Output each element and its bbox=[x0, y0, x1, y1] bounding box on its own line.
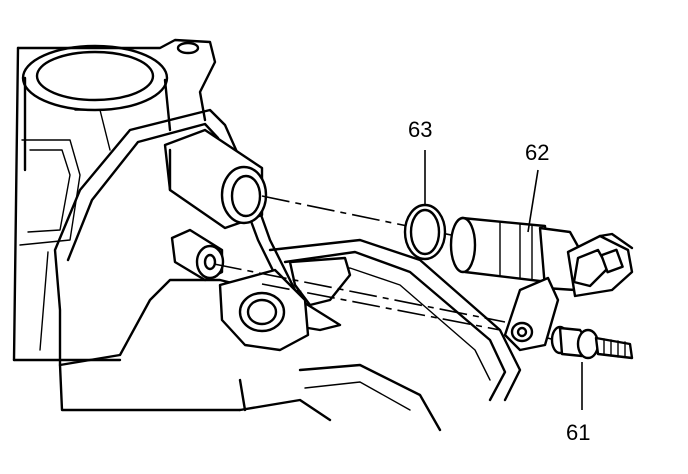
bolt-boss bbox=[170, 228, 225, 282]
sensor-bore bbox=[163, 128, 268, 230]
bolt bbox=[550, 325, 634, 360]
o-ring bbox=[403, 203, 447, 261]
callout-label-bolt: 61 bbox=[566, 420, 590, 445]
callout-label-o-ring: 63 bbox=[408, 117, 432, 142]
callout-label-sensor: 62 bbox=[525, 140, 549, 165]
housing bbox=[12, 38, 522, 432]
mounting-bracket bbox=[218, 256, 352, 352]
speed-sensor bbox=[449, 216, 634, 352]
callout-leaders bbox=[424, 150, 583, 410]
